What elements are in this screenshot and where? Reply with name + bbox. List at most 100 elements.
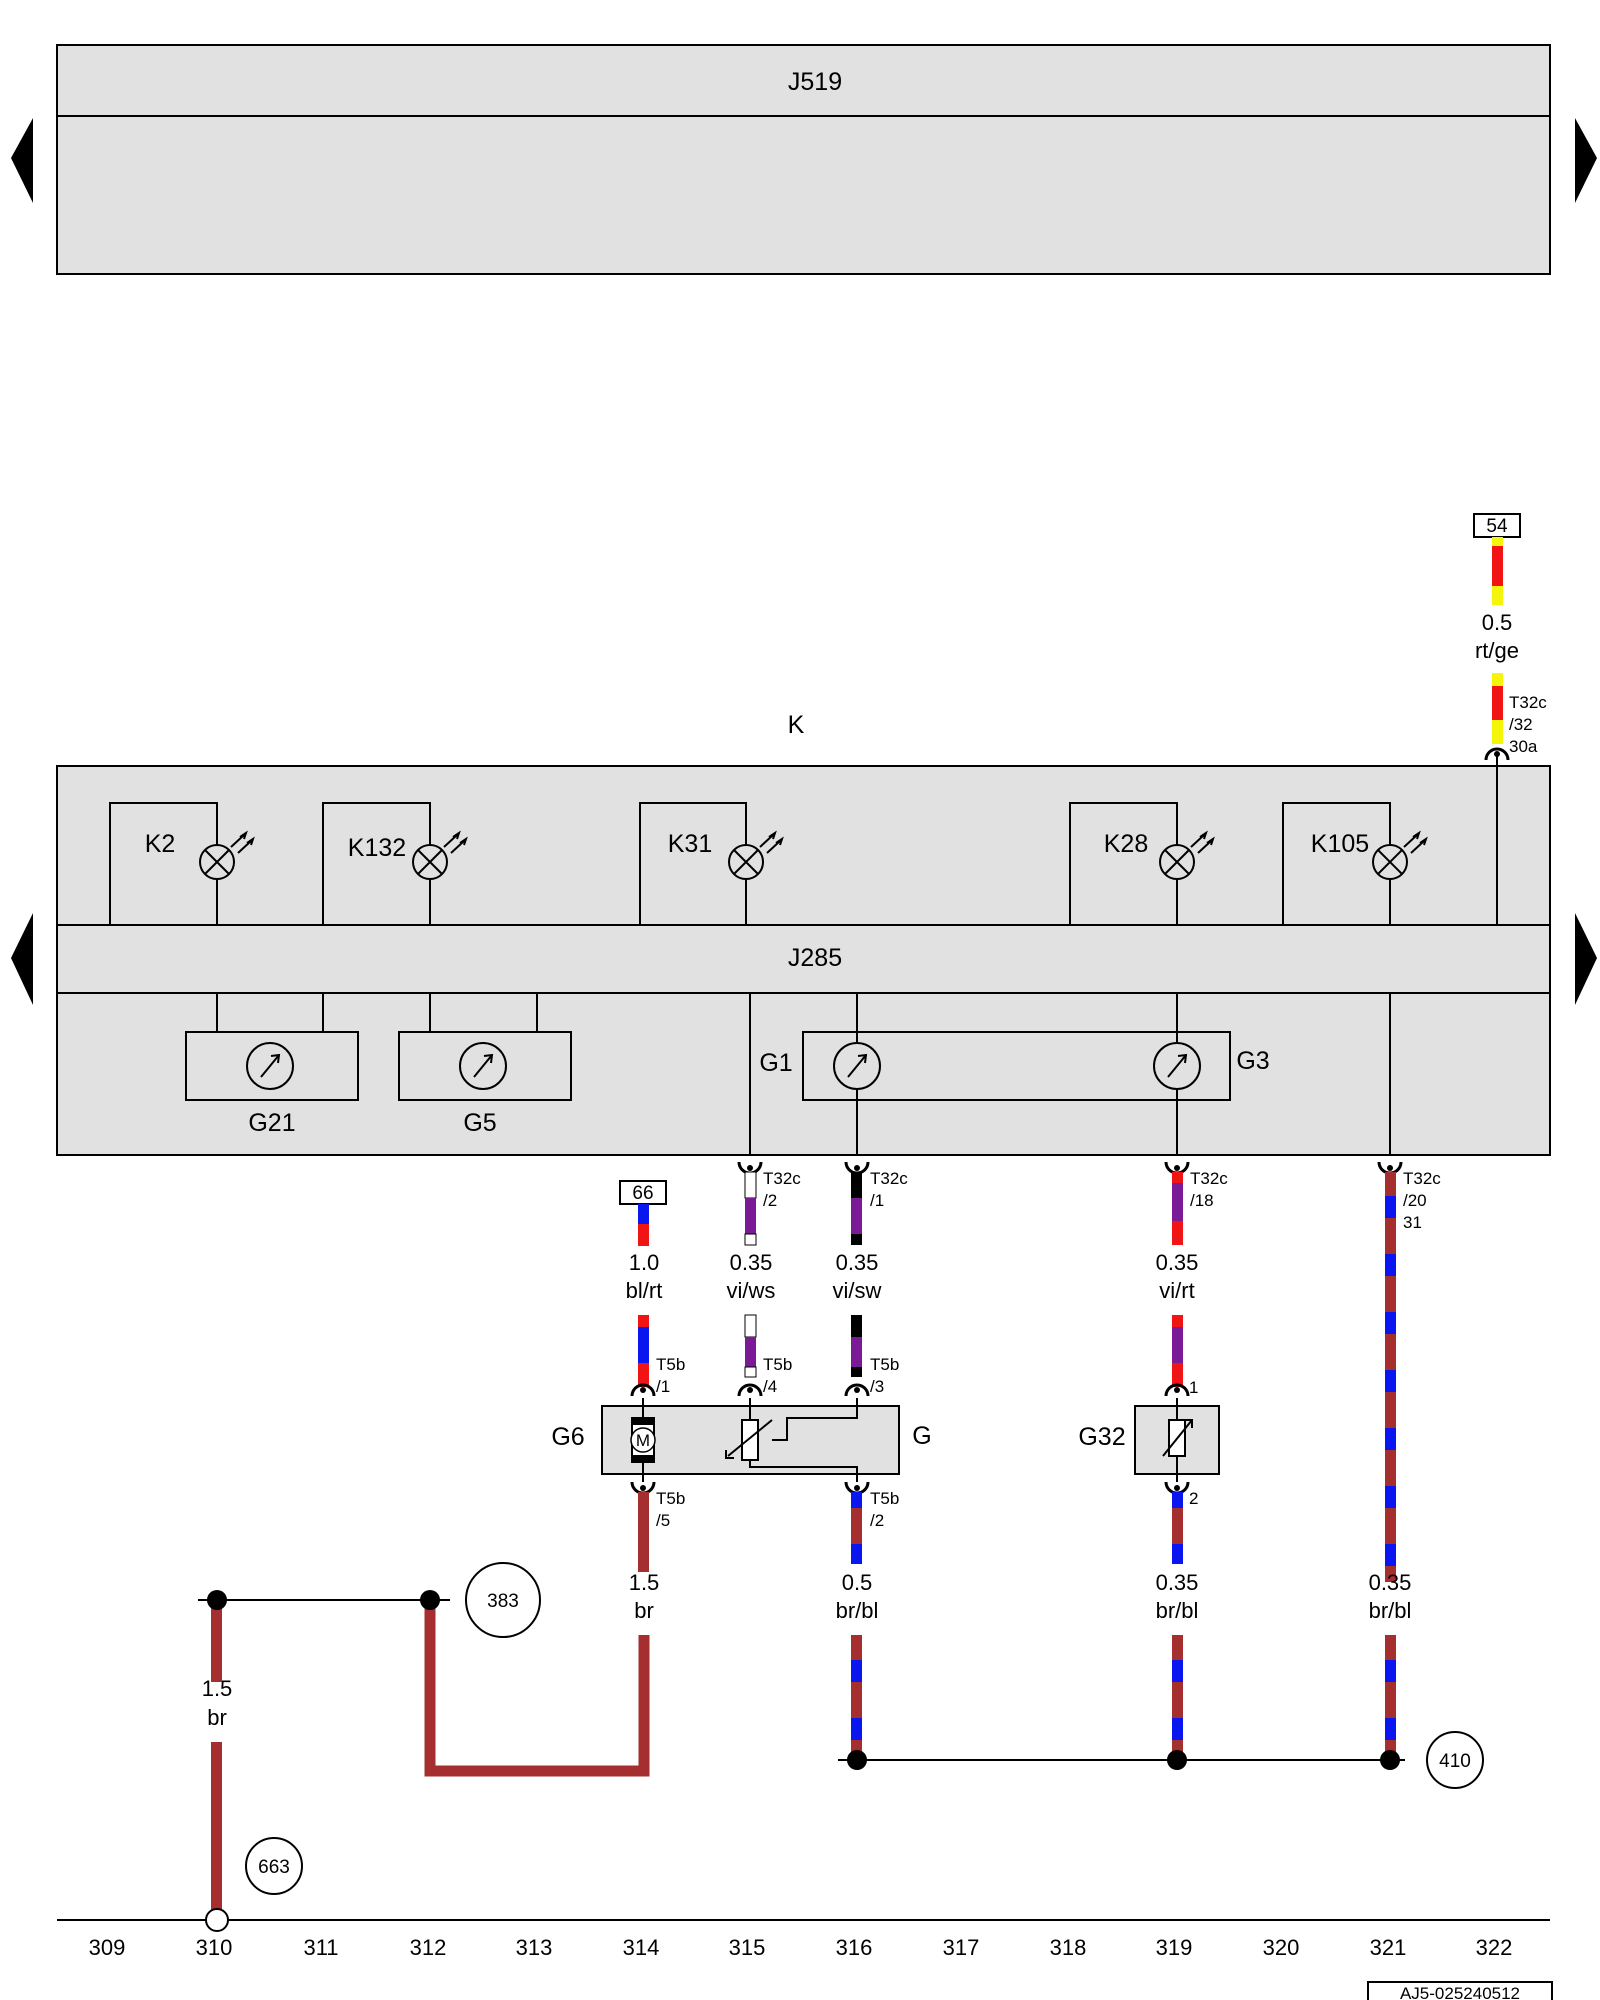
column-number: 321 bbox=[1370, 1935, 1407, 1960]
wire-color-316b: br/bl bbox=[836, 1598, 879, 1623]
motor-symbol-label: M bbox=[636, 1431, 650, 1450]
terminal-label-54: 54 bbox=[1486, 516, 1508, 537]
gauge-label-g1: G1 bbox=[759, 1049, 792, 1077]
wire-segment-314-upper bbox=[638, 1492, 649, 1572]
continue-right-arrow[interactable] bbox=[1575, 118, 1597, 203]
wire-gauge-319: 0.35 bbox=[1156, 1250, 1199, 1275]
connector-t5b-3 bbox=[844, 1383, 870, 1397]
wire-gauge-319b: 0.35 bbox=[1156, 1570, 1199, 1595]
connector-t32c-20-l2: /20 bbox=[1403, 1191, 1427, 1210]
wire-segment-315-lower bbox=[744, 1314, 757, 1378]
wire-segment-316-lower bbox=[851, 1315, 862, 1377]
connector-t5b-2-l2: /2 bbox=[870, 1511, 884, 1530]
column-numbers: 309 310 311 312 313 314 315 316 317 318 … bbox=[89, 1935, 1513, 1960]
wire-segment-321-upper bbox=[1385, 1172, 1396, 1582]
lamp-label-k31: K31 bbox=[668, 830, 712, 858]
lamp-label-k105: K105 bbox=[1311, 830, 1369, 858]
reference-circle-410[interactable] bbox=[1426, 1731, 1484, 1789]
warning-lamp-k105: K105 bbox=[1282, 802, 1428, 925]
wire-segment-316b-lower bbox=[851, 1635, 862, 1757]
gauge-g1-g3: G1 G3 bbox=[759, 993, 1270, 1155]
lamp-label-k132: K132 bbox=[348, 834, 406, 862]
column-number: 317 bbox=[943, 1935, 980, 1960]
sender-label-g: G bbox=[912, 1422, 931, 1450]
connector-t5b-4-l1: T5b bbox=[763, 1355, 792, 1374]
wire-color-319b: br/bl bbox=[1156, 1598, 1199, 1623]
connector-t32c-32-l3: 30a bbox=[1509, 737, 1538, 756]
wire-segment-314-lower bbox=[424, 1600, 650, 1777]
reference-label-383: 383 bbox=[487, 1591, 519, 1612]
column-number: 318 bbox=[1050, 1935, 1087, 1960]
gauge-g5: G5 bbox=[398, 993, 572, 1137]
connector-g32-1-label: 1 bbox=[1189, 1378, 1198, 1397]
connector-t32c-2-l2: /2 bbox=[763, 1191, 777, 1210]
wire-segment-316b-upper bbox=[851, 1492, 862, 1564]
reference-label-663: 663 bbox=[258, 1857, 290, 1878]
junction-dot-319 bbox=[1167, 1750, 1187, 1770]
terminal-label-66: 66 bbox=[632, 1183, 653, 1204]
wire-gauge-321: 0.35 bbox=[1369, 1570, 1412, 1595]
wire-color-54: rt/ge bbox=[1475, 638, 1519, 663]
connector-t32c-1-l2: /1 bbox=[870, 1191, 884, 1210]
warning-lamp-k2: K2 bbox=[109, 802, 255, 925]
continue-right-arrow-2[interactable] bbox=[1575, 913, 1597, 1005]
connector-t32c-18-l2: /18 bbox=[1190, 1191, 1214, 1210]
connector-t5b-5-l1: T5b bbox=[656, 1489, 685, 1508]
wire-gauge-314: 1.5 bbox=[629, 1570, 660, 1595]
connector-t5b-1-l2: /1 bbox=[656, 1377, 670, 1396]
module-j519-label: J519 bbox=[788, 68, 842, 96]
wire-color-310: br bbox=[207, 1705, 227, 1730]
reference-circle-663[interactable] bbox=[245, 1837, 303, 1895]
column-number: 319 bbox=[1156, 1935, 1193, 1960]
connector-t32c-18-l1: T32c bbox=[1190, 1169, 1228, 1188]
continue-left-arrow[interactable] bbox=[11, 118, 33, 203]
junction-dot-316 bbox=[847, 1750, 867, 1770]
wire-segment-54-upper bbox=[1492, 537, 1503, 605]
gauge-label-g21: G21 bbox=[248, 1109, 295, 1137]
connector-t32c-2-l1: T32c bbox=[763, 1169, 801, 1188]
connector-t32c-32-l1: T32c bbox=[1509, 693, 1547, 712]
connector-t5b-1-l1: T5b bbox=[656, 1355, 685, 1374]
column-number: 315 bbox=[729, 1935, 766, 1960]
wire-color-315: vi/ws bbox=[727, 1278, 776, 1303]
module-j285-label: J285 bbox=[788, 944, 842, 972]
connector-t32c-20-l3: 31 bbox=[1403, 1213, 1422, 1232]
connector-t5b-3-l2: /3 bbox=[870, 1377, 884, 1396]
connector-g32-2-label: 2 bbox=[1189, 1489, 1198, 1508]
connector-t5b-5-l2: /5 bbox=[656, 1511, 670, 1530]
gauge-g21: G21 bbox=[185, 993, 359, 1137]
reference-label-410: 410 bbox=[1439, 1751, 1471, 1772]
junction-dot-312 bbox=[420, 1590, 440, 1610]
wire-color-319: vi/rt bbox=[1159, 1278, 1194, 1303]
warning-lamp-k28: K28 bbox=[1069, 802, 1215, 925]
connector-t32c-1-l1: T32c bbox=[870, 1169, 908, 1188]
wire-gauge-54: 0.5 bbox=[1482, 610, 1513, 635]
wire-segment-66-lower bbox=[638, 1315, 649, 1387]
wire-segment-319-lower bbox=[1172, 1315, 1183, 1387]
ground-point-310 bbox=[205, 1908, 229, 1932]
column-number: 309 bbox=[89, 1935, 126, 1960]
diagram-code-box bbox=[1367, 1981, 1553, 2000]
reference-circle-383[interactable] bbox=[465, 1562, 541, 1638]
wire-color-66: bl/rt bbox=[626, 1278, 663, 1303]
wire-gauge-316: 0.35 bbox=[836, 1250, 879, 1275]
module-k: J285 bbox=[56, 765, 1551, 1156]
lamp-label-k2: K2 bbox=[145, 830, 176, 858]
gauge-label-g3: G3 bbox=[1236, 1047, 1269, 1075]
wire-segment-66-upper bbox=[638, 1204, 649, 1246]
column-number: 316 bbox=[836, 1935, 873, 1960]
coolant-level-sender-g32: G32 bbox=[1078, 1398, 1220, 1482]
connector-t5b-1 bbox=[630, 1383, 656, 1397]
warning-lamp-k31: K31 bbox=[639, 802, 784, 925]
diagram-code-label: AJ5-025240512 bbox=[1400, 1984, 1520, 2000]
connector-t32c-32 bbox=[1484, 747, 1510, 761]
connector-t5b-2-l1: T5b bbox=[870, 1489, 899, 1508]
connector-g32-1 bbox=[1164, 1383, 1190, 1397]
wire-color-314: br bbox=[634, 1598, 654, 1623]
column-number: 311 bbox=[303, 1935, 338, 1960]
wire-segment-321-lower bbox=[1385, 1635, 1396, 1757]
continue-left-arrow-2[interactable] bbox=[11, 913, 33, 1005]
wire-segment-319b-lower bbox=[1172, 1635, 1183, 1757]
connector-t32c-32-l2: /32 bbox=[1509, 715, 1533, 734]
